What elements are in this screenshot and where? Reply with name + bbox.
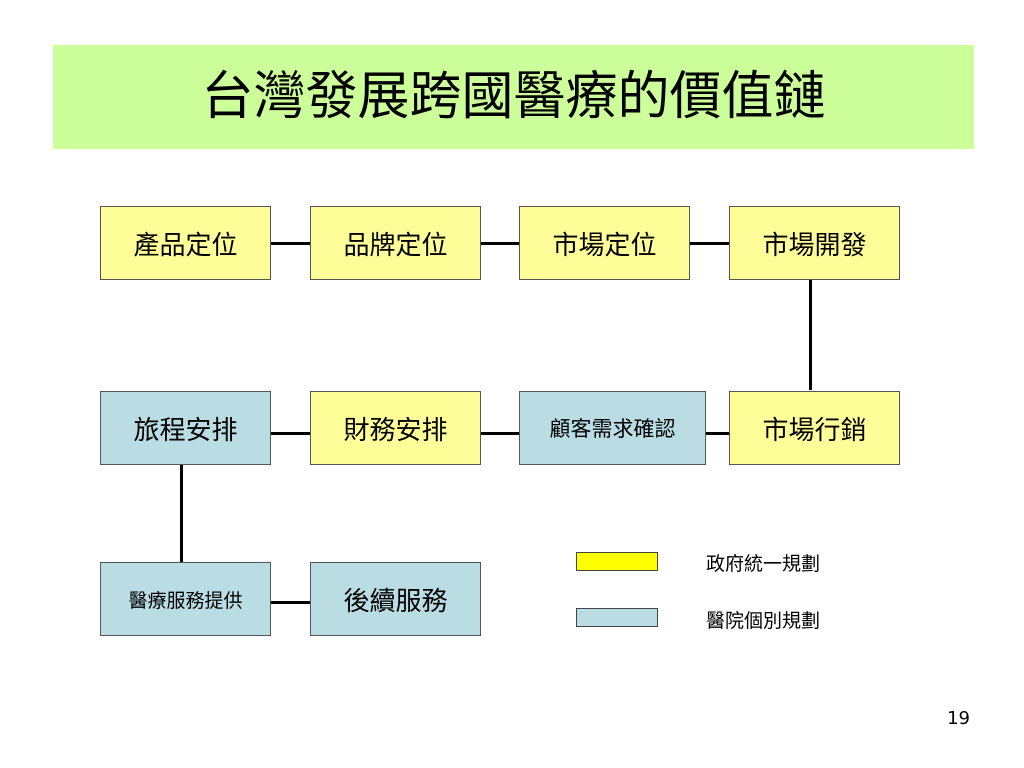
- node-marketing: 市場行銷: [729, 391, 900, 465]
- node-financial-arrangement: 財務安排: [310, 391, 481, 465]
- legend-swatch-hospital: [576, 608, 658, 627]
- legend-label-hospital: 醫院個別規劃: [706, 610, 821, 632]
- node-medical-service-provision: 醫療服務提供: [100, 562, 271, 636]
- connector-medical-followup: [268, 601, 311, 604]
- node-brand-positioning: 品牌定位: [310, 206, 481, 280]
- connector-development-marketing: [809, 280, 812, 390]
- slide-title: 台灣發展跨國醫療的價值鏈: [201, 67, 826, 127]
- node-customer-needs-confirmation: 顧客需求確認: [519, 391, 706, 465]
- node-market-development: 市場開發: [729, 206, 900, 280]
- connector-marketing-needs: [700, 432, 730, 435]
- connector-brand-market: [480, 242, 520, 245]
- node-follow-up-service: 後續服務: [310, 562, 481, 636]
- connector-itinerary-medical: [180, 465, 183, 562]
- title-bar: 台灣發展跨國醫療的價值鏈: [53, 45, 974, 149]
- node-product-positioning: 產品定位: [100, 206, 271, 280]
- connector-needs-financial: [480, 432, 520, 435]
- connector-financial-itinerary: [270, 432, 311, 435]
- legend-swatch-government: [576, 552, 658, 571]
- node-itinerary-arrangement: 旅程安排: [100, 391, 271, 465]
- node-market-positioning: 市場定位: [519, 206, 690, 280]
- connector-product-brand: [270, 242, 311, 245]
- page-number: 19: [947, 708, 970, 729]
- connector-market-development: [689, 242, 730, 245]
- legend-label-government: 政府統一規劃: [706, 553, 821, 575]
